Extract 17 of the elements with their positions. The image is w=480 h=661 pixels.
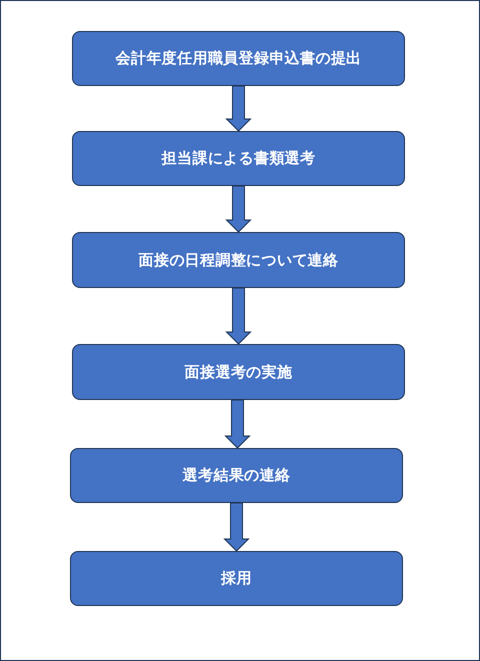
block-arrow xyxy=(223,502,250,552)
process-box xyxy=(72,131,405,186)
step-label: 選考結果の連絡 xyxy=(182,465,290,486)
process-box xyxy=(72,232,405,288)
block-arrow xyxy=(225,186,252,233)
step-label: 面接の日程調整について連絡 xyxy=(138,250,338,271)
process-box xyxy=(72,344,405,400)
process-box xyxy=(70,448,403,503)
step-label: 担当課による書類選考 xyxy=(162,148,316,170)
block-arrow xyxy=(224,400,251,449)
block-arrow xyxy=(225,288,252,345)
block-arrow xyxy=(225,86,252,132)
process-box xyxy=(72,31,405,86)
step-label: 会計年度任用職員登録申込書の提出 xyxy=(116,48,362,70)
process-box xyxy=(70,551,403,606)
step-label: 採用 xyxy=(221,568,252,590)
step-label: 面接選考の実施 xyxy=(184,362,292,383)
